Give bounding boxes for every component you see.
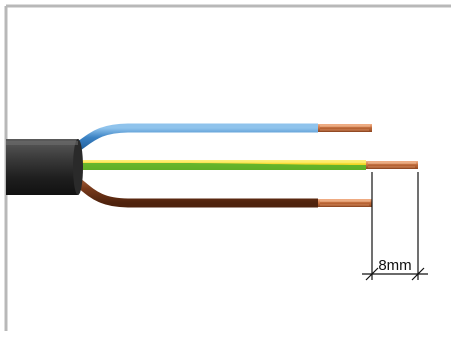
brown-wire-copper: [318, 199, 372, 207]
green-yellow-wire: [70, 160, 366, 170]
blue-wire: [67, 123, 318, 156]
dimension-label: 8mm: [378, 257, 411, 274]
dimension-tick-left: [365, 267, 379, 281]
dimension-tick-right: [411, 267, 425, 281]
green-yellow-wire-copper: [366, 161, 418, 169]
blue-wire-copper: [318, 124, 372, 132]
dimension-marker: [362, 172, 428, 281]
brown-wire: [67, 172, 318, 208]
cable-sheath: [6, 139, 83, 195]
